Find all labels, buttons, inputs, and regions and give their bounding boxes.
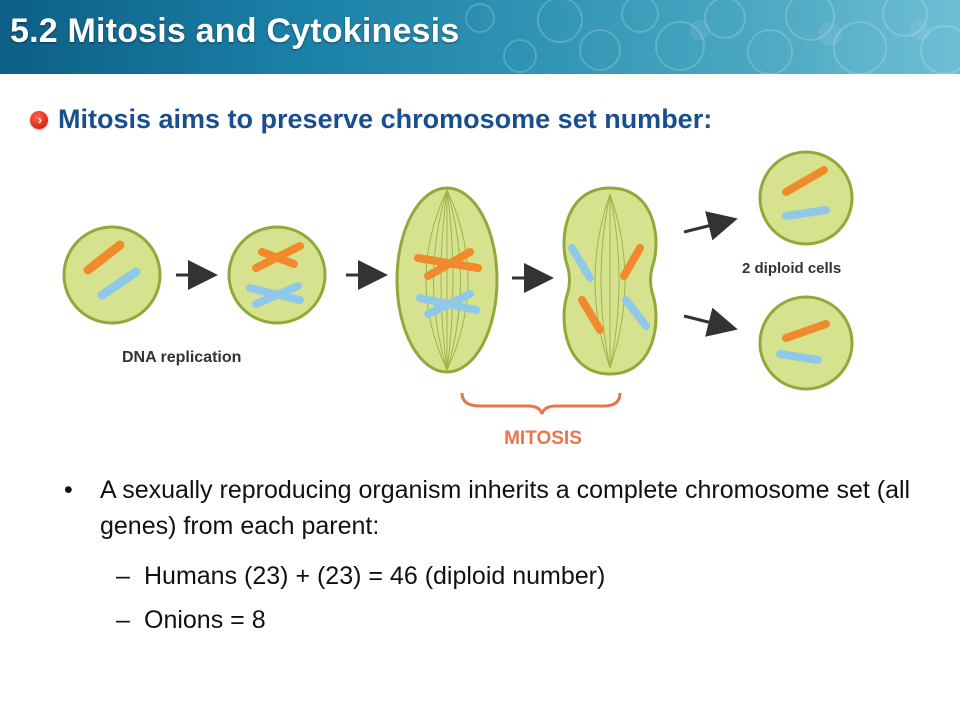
red-bullet-icon: › — [30, 110, 48, 129]
label-diploid-cells: 2 diploid cells — [742, 260, 841, 277]
daughter-cell-bottom — [758, 295, 854, 391]
subbullet-item-humans: – Humans (23) + (23) = 46 (diploid numbe… — [116, 558, 924, 594]
label-dna-replication: DNA replication — [122, 349, 241, 366]
bullet-item: • A sexually reproducing organism inheri… — [64, 472, 924, 544]
subheading: › Mitosis aims to preserve chromosome se… — [30, 104, 712, 135]
cell-replicated — [227, 225, 327, 325]
cell-initial — [62, 225, 162, 325]
header-cell-texture — [465, 0, 960, 74]
bullet-text: A sexually reproducing organism inherits… — [100, 476, 911, 540]
header-banner: 5.2 Mitosis and Cytokinesis — [0, 0, 960, 74]
mitosis-diagram: DNA replication 2 diploid cells MITOSIS — [62, 150, 854, 449]
dash-marker: – — [116, 606, 130, 634]
subheading-text: Mitosis aims to preserve chromosome set … — [58, 104, 713, 134]
label-mitosis: MITOSIS — [504, 428, 582, 449]
arrow-to-bottom-cell — [683, 307, 738, 337]
mitosis-bracket — [460, 392, 622, 415]
bullet-dot: • — [64, 476, 73, 504]
subbullet-text: Onions = 8 — [144, 606, 266, 634]
cell-anaphase — [562, 186, 658, 376]
bullet-list: • A sexually reproducing organism inheri… — [64, 472, 924, 638]
dash-marker: – — [116, 562, 130, 590]
subbullet-text: Humans (23) + (23) = 46 (diploid number) — [144, 562, 606, 590]
daughter-cell-top — [758, 150, 854, 246]
subbullet-item-onions: – Onions = 8 — [116, 602, 924, 638]
arrow-to-top-cell — [683, 211, 738, 241]
cell-metaphase — [395, 186, 499, 374]
slide-title: 5.2 Mitosis and Cytokinesis — [10, 12, 460, 50]
